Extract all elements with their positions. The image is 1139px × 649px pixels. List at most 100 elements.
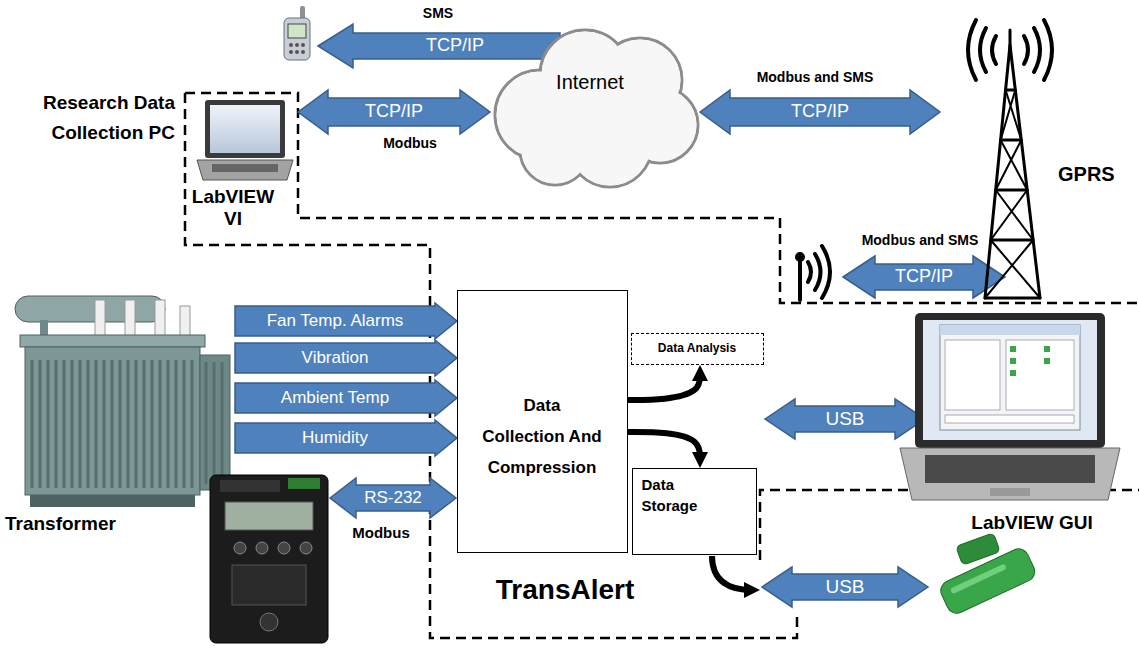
pc-label: Research Data Collection PC — [3, 88, 175, 148]
antenna-icon — [808, 246, 830, 298]
phone-icon — [288, 24, 306, 38]
gprs-tower — [968, 20, 996, 80]
transformer-picture — [180, 306, 190, 338]
usb-stick — [950, 563, 1007, 594]
tapchanger-device — [220, 480, 280, 492]
storage-arrow — [712, 556, 752, 590]
tapchanger-device — [232, 565, 306, 605]
laptop-gui-icon — [1010, 346, 1016, 352]
transformer-picture — [95, 300, 105, 338]
cloud-shape — [522, 117, 589, 184]
gprs-tower — [985, 90, 1040, 298]
phone-icon — [301, 50, 305, 54]
tapchanger-device — [225, 502, 313, 530]
tapchanger-device — [300, 542, 312, 554]
cloud-shape — [490, 20, 700, 190]
process-label: Data Collection And Compression — [482, 390, 602, 483]
flow-arrow — [628, 373, 700, 400]
laptop-gui-icon — [1044, 346, 1050, 352]
antenna-icon — [798, 260, 802, 300]
analysis-label: Data Analysis — [637, 340, 758, 356]
laptop-gui-icon — [1006, 340, 1074, 410]
usb-stick — [938, 533, 1038, 617]
transformer-picture — [32, 360, 222, 488]
laptop-icon — [205, 100, 285, 158]
usb-stick — [956, 533, 1000, 565]
block-arrow — [700, 90, 940, 134]
block-arrow — [762, 567, 928, 607]
transformer-picture — [20, 335, 205, 347]
laptop-icon — [197, 160, 293, 180]
phone-icon — [284, 18, 310, 60]
tower-label: GPRS — [1058, 162, 1122, 186]
tapchanger-device — [234, 542, 246, 554]
tapchanger-device — [210, 475, 328, 643]
usb-stick — [956, 533, 1000, 565]
arrow-label: Humidity — [302, 428, 368, 448]
process-box: Data Collection And Compression — [457, 290, 628, 553]
transformer-picture — [125, 300, 135, 338]
laptop-gui-icon — [940, 325, 1080, 430]
storage-box: Data Storage — [632, 468, 757, 555]
laptop-icon — [197, 100, 293, 180]
block-arrow — [235, 380, 457, 416]
block-arrow — [235, 420, 457, 456]
arrow-label: Vibration — [302, 348, 369, 368]
tapchanger-device — [260, 613, 278, 631]
gprs-tower — [985, 90, 1040, 298]
tapchanger-device — [288, 478, 320, 489]
laptop-gui-icon — [900, 448, 1120, 500]
block-arrow — [298, 90, 490, 134]
block-arrow — [235, 303, 457, 339]
gprs-tower — [1024, 20, 1052, 80]
transformer-label: Transformer — [5, 512, 135, 536]
protocol-label: Modbus and SMS — [757, 69, 874, 86]
laptop-gui-icon — [923, 320, 1097, 440]
arrow-label: Ambient Temp — [281, 388, 389, 408]
tapchanger-device — [256, 542, 268, 554]
phone-icon — [295, 50, 299, 54]
flow-arrow — [628, 432, 700, 460]
storage-label: Data Storage — [642, 474, 710, 516]
arrow-label: TCP/IP — [895, 266, 953, 288]
protocol-label: Modbus — [352, 524, 410, 542]
block-arrow — [330, 478, 456, 518]
antenna-icon — [797, 246, 830, 300]
laptop-gui-icon — [900, 313, 1120, 500]
block-arrow — [235, 340, 457, 376]
analysis-box: Data Analysis — [631, 333, 764, 365]
cloud-label: Internet — [540, 70, 640, 94]
laptop-gui-icon — [990, 488, 1030, 496]
tapchanger-device — [210, 475, 328, 643]
arrow-label: USB — [825, 408, 864, 431]
gprs-tower — [968, 20, 1052, 298]
arrow-label: TCP/IP — [426, 35, 484, 57]
transformer-picture — [15, 296, 165, 322]
protocol-label: Modbus and SMS — [862, 232, 979, 249]
phone-icon — [289, 43, 293, 47]
arrow-label: TCP/IP — [365, 101, 423, 123]
arrow-label: TCP/IP — [791, 101, 849, 123]
gui-group: LabVIEW GUI — [895, 310, 1125, 539]
block-arrow — [318, 24, 560, 68]
phone-icon — [284, 6, 310, 60]
laptop-gui-icon — [1010, 370, 1016, 376]
antenna-icon — [797, 254, 803, 260]
arrow-label: RS-232 — [364, 488, 422, 508]
protocol-label: SMS — [423, 5, 453, 22]
tower-group: GPRS — [940, 40, 1126, 302]
laptop-gui-icon — [915, 313, 1105, 448]
block-arrow — [765, 399, 925, 439]
laptop-gui-icon — [1044, 358, 1050, 364]
laptop-gui-icon — [925, 455, 1095, 483]
software-label: LabVIEW VI — [185, 186, 281, 230]
arrow-label: Fan Temp. Alarms — [267, 311, 404, 331]
phone-icon — [301, 43, 305, 47]
phone-icon — [289, 50, 293, 54]
laptop-gui-icon — [945, 340, 1000, 410]
arrow-label: USB — [825, 576, 864, 599]
gprs-tower — [1009, 30, 1012, 48]
phone-icon — [295, 43, 299, 47]
